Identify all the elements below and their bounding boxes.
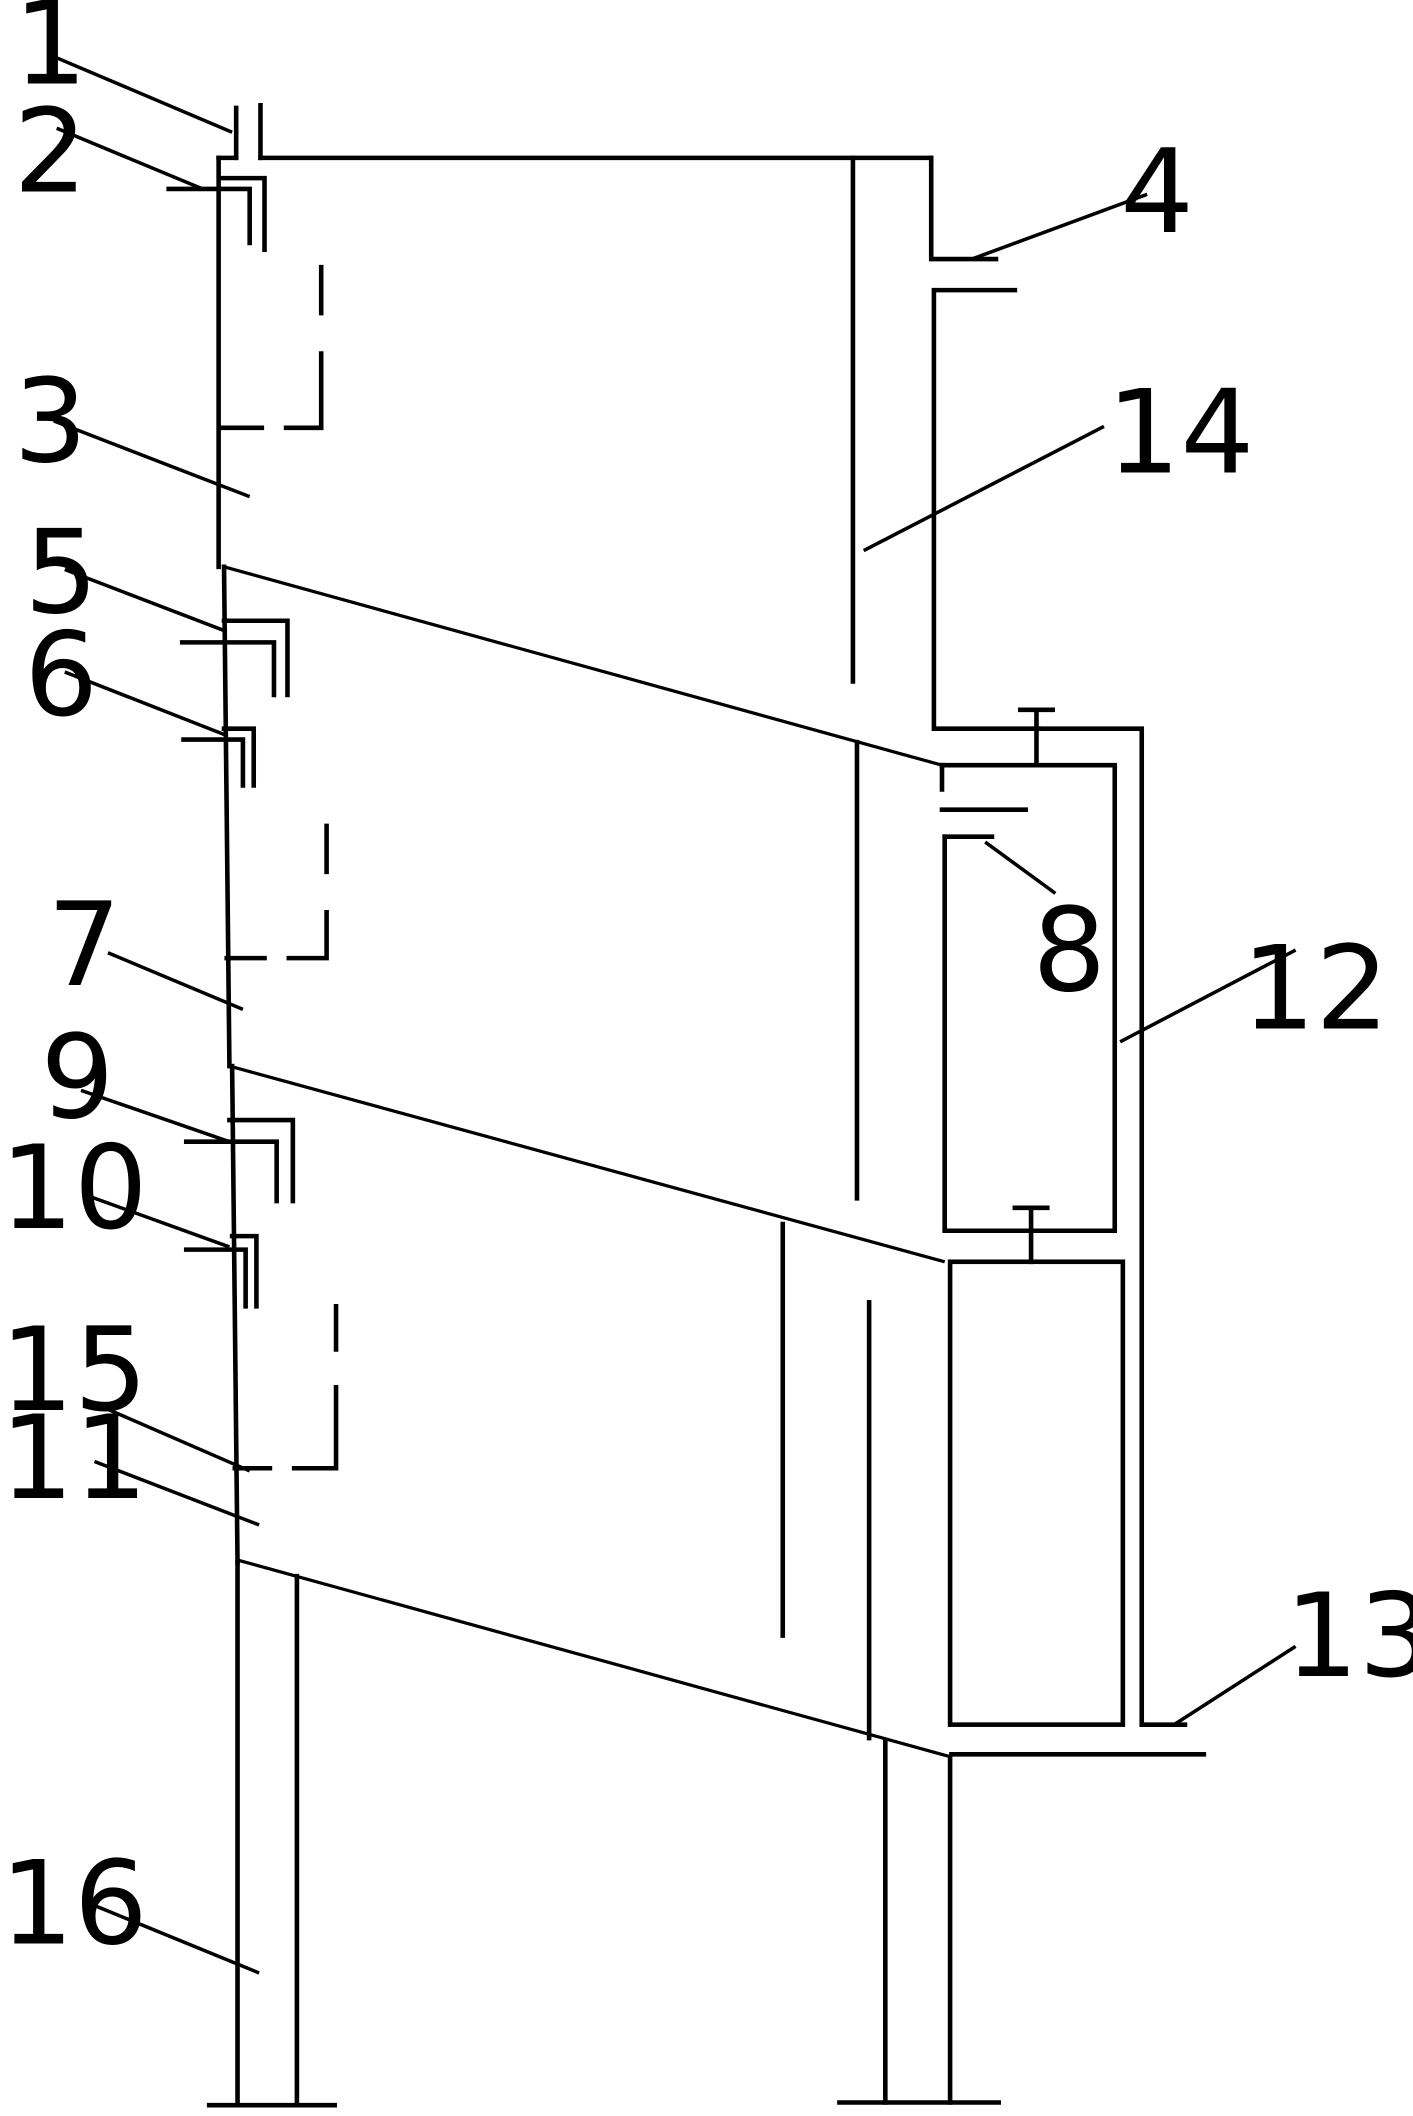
label-14: 14 [1107,365,1255,500]
leader-9 [80,1088,230,1144]
label-13: 13 [1285,1569,1413,1704]
dashed-baffle-middle [224,823,329,961]
leader-3 [53,419,251,499]
leader-10 [83,1192,231,1249]
inclined-plate-1 [223,565,943,767]
label-10: 10 [0,1121,148,1256]
downcomer-pipe [780,155,872,1741]
inlet-nozzle-10 [183,1233,259,1309]
leader-4 [971,192,1148,261]
leader-8 [984,840,1057,895]
label-16: 16 [0,1836,148,1971]
label-6: 6 [24,608,98,743]
leader-lines [53,55,1297,1975]
leader-15 [93,1401,251,1473]
support-legs [206,1560,1001,2108]
reference-numerals: 1 2 3 4 5 6 7 8 9 10 11 12 13 14 15 16 [0,0,1413,1971]
leader-16 [93,1903,260,1975]
label-4: 4 [1120,125,1194,260]
leader-11 [93,1459,260,1527]
right-wall [928,155,1042,732]
inclined-plate-3 [237,1558,952,1759]
leader-7 [107,951,244,1012]
outlet-4-lower [931,287,1042,732]
label-11: 11 [0,1391,148,1526]
inclined-plate-2 [228,1064,946,1264]
leader-2 [56,126,204,191]
leader-5 [64,567,228,634]
leader-6 [64,670,228,738]
lower-tank [947,1205,1126,1727]
label-3: 3 [13,355,87,490]
leader-13 [1173,1644,1297,1727]
inlet-nozzle-6 [181,726,257,788]
label-5: 5 [24,506,98,641]
label-12: 12 [1242,921,1390,1056]
middle-left-wall [221,564,232,1069]
label-7: 7 [47,878,121,1013]
label-8: 8 [1032,884,1106,1019]
dashed-baffle-lower [232,1304,339,1471]
inlet-nozzle-2 [166,175,267,252]
label-1: 1 [13,0,87,112]
leader-1 [53,55,233,134]
left-column-wall [216,155,240,1566]
lower-left-wall [229,1063,240,1566]
top-outlet-pipe [216,102,934,161]
dashed-baffle-upper [219,264,324,431]
leader-12 [1119,948,1297,1044]
outlet-4-upper [928,155,999,262]
label-2: 2 [13,85,87,220]
outer-jacket [949,726,1207,1757]
leader-14 [862,424,1105,553]
inlet-nozzle-5 [179,618,290,698]
label-9: 9 [40,1010,114,1145]
inlet-nozzle-9 [183,1117,296,1204]
label-15: 15 [0,1303,148,1438]
